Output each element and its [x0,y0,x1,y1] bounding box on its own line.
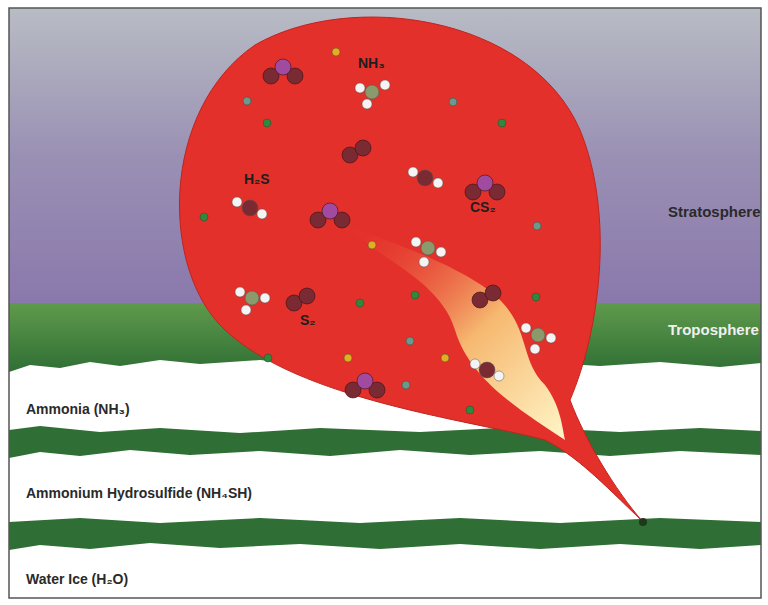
cloud-layer-label: Ammonia (NH₃) [26,402,130,416]
layer-label: Stratosphere [668,204,761,219]
layer-label: Troposphere [668,322,759,337]
formula-label: CS₂ [470,200,496,214]
formula-label: S₂ [300,313,316,327]
formula-label: H₂S [244,172,270,186]
cloud-layer-label: Water Ice (H₂O) [26,572,128,586]
cloud-layer-label: Ammonium Hydrosulfide (NH₄SH) [26,486,252,500]
formula-label: NH₃ [358,56,385,70]
